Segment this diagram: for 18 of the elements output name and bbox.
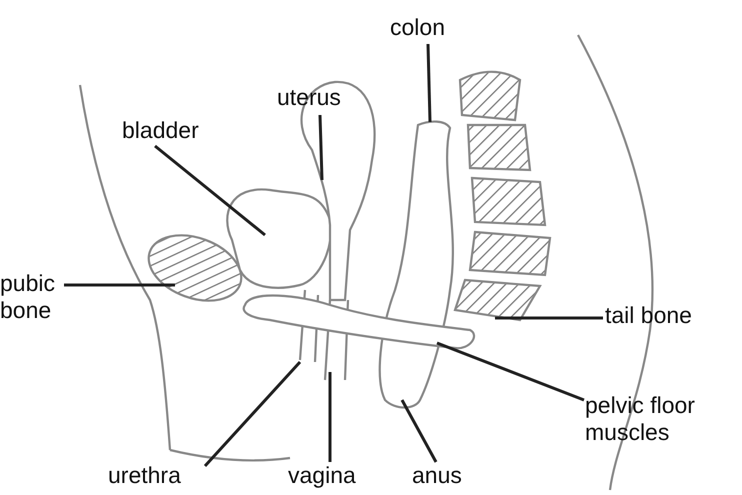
part-label: pelvic floor muscles — [585, 392, 695, 445]
leader-line — [318, 114, 324, 180]
part-label: colon — [390, 14, 445, 40]
part-label: anus — [412, 462, 462, 488]
part-label: uterus — [277, 84, 341, 110]
part-label: pubic bone — [0, 270, 55, 323]
leader-line — [400, 399, 438, 463]
leader-line — [426, 44, 432, 122]
part-label: urethra — [108, 462, 181, 488]
part-label: vagina — [288, 462, 356, 488]
part-label: tail bone — [605, 302, 692, 328]
leader-line — [64, 284, 175, 286]
part-label: bladder — [122, 117, 199, 143]
leader-line — [436, 342, 585, 402]
leader-line — [154, 144, 266, 236]
leader-line — [328, 372, 332, 462]
leader-line — [204, 360, 302, 468]
leader-line — [495, 316, 603, 320]
